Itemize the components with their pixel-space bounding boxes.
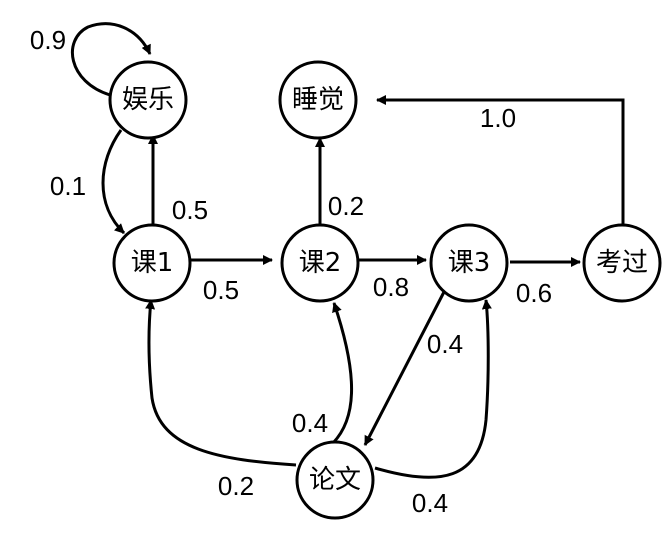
node-ke1: 课1	[112, 223, 192, 303]
node-ke2: 课2	[280, 223, 360, 303]
node-label-ke1: 课1	[131, 248, 174, 278]
node-yule: 娱乐	[108, 60, 188, 140]
node-label-kaoguo: 考过	[596, 248, 648, 278]
edge-labels: 0.9 0.1 0.5 0.5 0.2 0.8 0.6 1.0 0.4 0.2 …	[30, 25, 552, 518]
edge-label-kaoguo-shuijiao: 1.0	[480, 103, 516, 133]
edge-label-lunwen-ke2: 0.4	[292, 408, 328, 438]
edge-label-ke1-yule: 0.5	[172, 195, 208, 225]
node-lunwen: 论文	[295, 440, 375, 520]
edge-label-lunwen-ke3: 0.4	[412, 488, 448, 518]
edge-yule-to-ke1	[101, 129, 126, 235]
edge-label-ke3-lunwen: 0.4	[427, 329, 463, 359]
edge-lunwen-to-ke3	[374, 299, 492, 479]
edge-label-yule-yule: 0.9	[30, 25, 66, 55]
edge-yule-to-yule	[71, 22, 152, 97]
node-label-lunwen: 论文	[309, 465, 361, 495]
edge-label-ke3-kaoguo: 0.6	[516, 278, 552, 308]
node-ke3: 课3	[429, 223, 509, 303]
node-label-shuijiao: 睡觉	[292, 85, 344, 115]
edges	[71, 22, 625, 479]
node-label-yule: 娱乐	[122, 85, 174, 115]
edge-kaoguo-to-shuijiao	[376, 95, 625, 225]
node-label-ke2: 课2	[299, 248, 342, 278]
node-shuijiao: 睡觉	[278, 60, 358, 140]
edge-label-yule-ke1: 0.1	[50, 171, 86, 201]
node-kaoguo: 考过	[582, 223, 662, 303]
edge-lunwen-to-ke2	[331, 302, 354, 445]
node-label-ke3: 课3	[448, 248, 491, 278]
edge-ke3-to-lunwen	[363, 289, 447, 446]
edge-lunwen-to-ke1	[145, 299, 297, 467]
edge-label-ke1-ke2: 0.5	[203, 275, 239, 305]
edge-label-lunwen-ke1: 0.2	[218, 471, 254, 501]
edge-label-ke2-ke3: 0.8	[373, 272, 409, 302]
edge-label-ke2-shuijiao: 0.2	[328, 191, 364, 221]
